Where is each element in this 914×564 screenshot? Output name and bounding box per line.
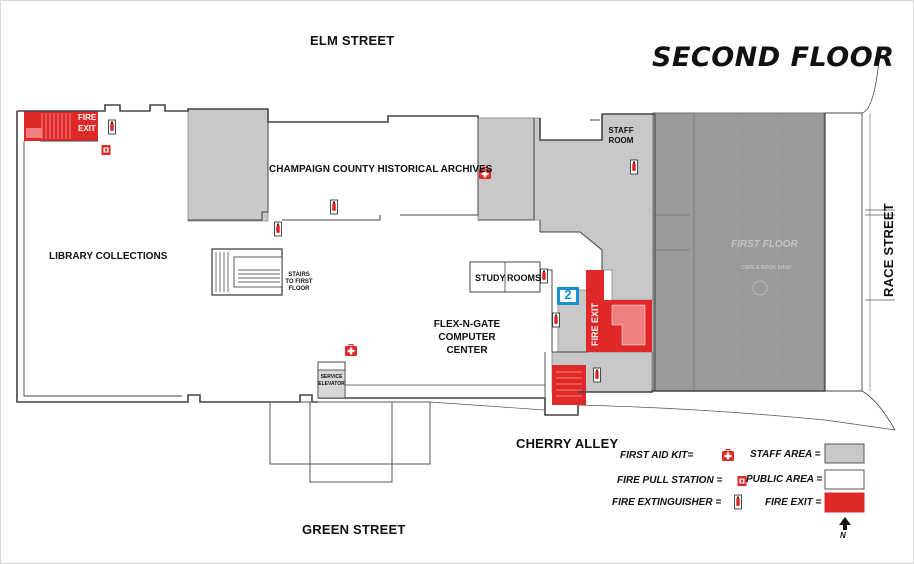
street-cherry-alley: CHERRY ALLEY [516, 436, 619, 451]
room-computer-line1: FLEX-N-GATE [433, 319, 501, 330]
fire-extinguisher-icon [330, 199, 338, 215]
cafe-label: CAFE & BOOK SHOP [741, 265, 792, 271]
legend-staff-area: STAFF AREA = [750, 449, 821, 460]
annex-buildings [269, 209, 896, 483]
elevator-sign-icon [557, 287, 579, 305]
room-rooms: ROOMS [507, 273, 542, 283]
fire-extinguisher-icon [552, 312, 560, 328]
fire-exit-label-vertical: FIRE EXIT [590, 302, 600, 346]
legend-pull-station: FIRE PULL STATION = [617, 475, 723, 486]
legend-public-area: PUBLIC AREA = [746, 474, 823, 485]
first-floor-label: FIRST FLOOR [731, 239, 798, 250]
legend-fire-exit: FIRE EXIT = [765, 497, 822, 508]
room-staff-line1: STAFF [608, 126, 634, 135]
street-green: GREEN STREET [302, 522, 406, 537]
stairs-label-3: FLOOR [288, 286, 310, 292]
fire-exit-areas [24, 111, 652, 405]
north-label: N [840, 531, 846, 540]
fire-extinguisher-icon [274, 221, 282, 237]
street-race: RACE STREET [881, 203, 896, 297]
elevator-number: 2 [564, 287, 572, 302]
fire-pull-station-icon [101, 145, 111, 155]
staff-areas [187, 108, 656, 393]
central-stairs [211, 248, 283, 296]
legend-first-aid: FIRST AID KIT= [620, 450, 694, 461]
legend-swatches [824, 443, 865, 513]
stairs-label-1: STAIRS [288, 272, 310, 278]
fire-extinguisher-icon [630, 159, 638, 175]
building-walls [16, 49, 896, 431]
legend-extinguisher: FIRE EXTINGUISHER = [612, 497, 722, 508]
first-floor-area [652, 112, 826, 392]
room-computer-line3: CENTER [446, 345, 488, 356]
service-elevator [317, 369, 346, 399]
fire-extinguisher-icon [540, 268, 548, 284]
room-study: STUDY [475, 273, 506, 283]
fire-extinguisher-icon [734, 494, 742, 510]
room-computer-line2: COMPUTER [438, 332, 496, 343]
fire-extinguisher-icon [593, 367, 601, 383]
fire-exit-label-bottom: EXIT [78, 124, 96, 133]
fire-extinguisher-icon [108, 119, 116, 135]
map-title: SECOND FLOOR [652, 42, 895, 73]
room-staff-line2: ROOM [608, 136, 634, 145]
fire-exit-swatch [824, 492, 865, 513]
first-aid-kit-icon [721, 449, 735, 462]
stairs-label-2: TO FIRST [285, 279, 313, 285]
street-elm: ELM STREET [310, 33, 395, 48]
north-arrow-icon [839, 517, 851, 530]
public-area-swatch [824, 469, 865, 490]
room-library: LIBRARY COLLECTIONS [49, 251, 168, 262]
fire-exit-label-top: FIRE [78, 113, 97, 122]
first-aid-kit-icon [344, 344, 358, 357]
room-archives: CHAMPAIGN COUNTY HISTORICAL ARCHIVES [269, 164, 493, 175]
elevator-label-2: ELEVATOR [318, 381, 345, 387]
staff-area-swatch [824, 443, 865, 464]
elevator-label-1: SERVICE [320, 374, 343, 380]
